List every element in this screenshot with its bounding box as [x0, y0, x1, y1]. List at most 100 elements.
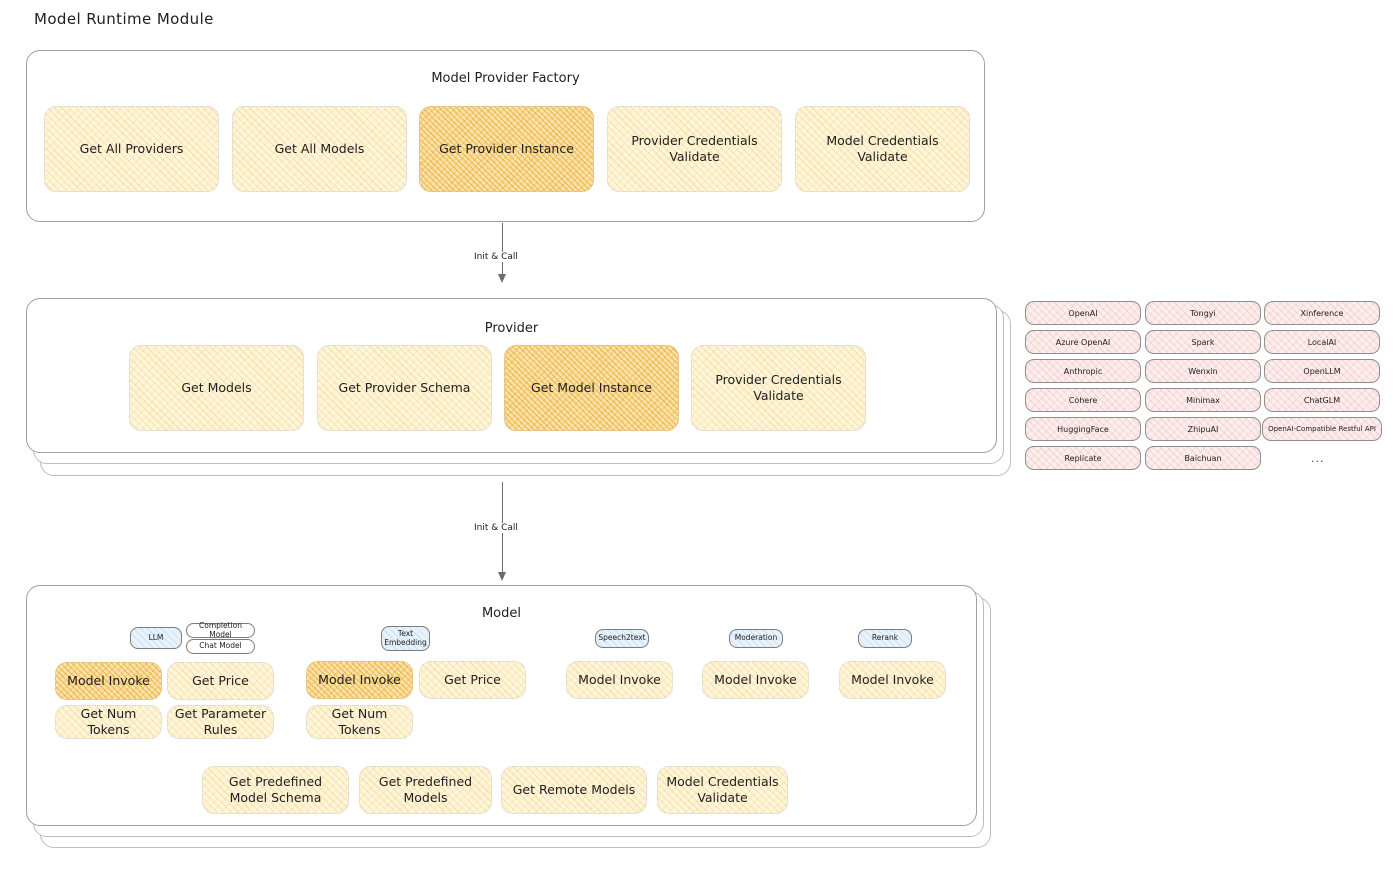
provider-list-item-minimax[interactable]: Minimax [1145, 388, 1261, 412]
chip-label: Model Invoke [714, 672, 797, 688]
provider-list-item-localai[interactable]: LocalAI [1264, 330, 1380, 354]
chip-label: Get Provider Schema [338, 380, 471, 396]
llm-method-get-price[interactable]: Get Price [167, 662, 274, 700]
provider-list-item-tongyi[interactable]: Tongyi [1145, 301, 1261, 325]
provider-list-item-chatglm[interactable]: ChatGLM [1264, 388, 1380, 412]
chip-label: Get Provider Instance [439, 141, 574, 157]
model-type-badge-rerank[interactable]: Rerank [858, 629, 912, 648]
provider-list-item-spark[interactable]: Spark [1145, 330, 1261, 354]
llm-method-get-parameter-rules[interactable]: Get Parameter Rules [167, 705, 274, 739]
badge-label: Speech2text [598, 633, 646, 643]
provider-list-item-anthropic[interactable]: Anthropic [1025, 359, 1141, 383]
speech2text-method-model-invoke[interactable]: Model Invoke [566, 661, 673, 699]
rerank-method-model-invoke[interactable]: Model Invoke [839, 661, 946, 699]
text-embedding-method-model-invoke[interactable]: Model Invoke [306, 661, 413, 699]
chip-label: Model Credentials Validate [826, 133, 939, 164]
pill-label: Anthropic [1063, 366, 1103, 376]
pill-label: Tongyi [1190, 308, 1216, 318]
model-type-badge-llm[interactable]: LLM [130, 627, 182, 649]
model-shared-method-get-remote-models[interactable]: Get Remote Models [501, 766, 647, 814]
badge-label: Chat Model [199, 641, 242, 651]
provider-list-item-zhipuai[interactable]: ZhipuAI [1145, 417, 1261, 441]
provider-method-get-model-instance[interactable]: Get Model Instance [504, 345, 679, 431]
chip-label: Get All Models [274, 141, 365, 157]
chip-label: Model Invoke [67, 673, 150, 689]
chip-label: Get Price [444, 672, 501, 688]
badge-label: Rerank [871, 633, 899, 643]
provider-list-item-openai[interactable]: OpenAI [1025, 301, 1141, 325]
model-sub-badge-completion-model[interactable]: Completion Model [186, 620, 255, 639]
chip-label: Get Predefined Model Schema [228, 774, 323, 805]
factory-method-get-all-providers[interactable]: Get All Providers [44, 106, 219, 192]
provider-list-item-huggingface[interactable]: HuggingFace [1025, 417, 1141, 441]
model-shared-method-get-predefined-model-schema[interactable]: Get Predefined Model Schema [202, 766, 349, 814]
provider-method-get-models[interactable]: Get Models [129, 345, 304, 431]
text-embedding-method-get-num-tokens[interactable]: Get Num Tokens [306, 705, 413, 739]
chip-label: Get Num Tokens [331, 706, 388, 737]
model-shared-method-get-predefined-models[interactable]: Get Predefined Models [359, 766, 492, 814]
pill-label: Replicate [1064, 453, 1102, 463]
pill-label: Cohere [1068, 395, 1098, 405]
moderation-method-model-invoke[interactable]: Model Invoke [702, 661, 809, 699]
badge-label: Text Embedding [384, 628, 427, 647]
provider-list-item-baichuan[interactable]: Baichuan [1145, 446, 1261, 470]
chip-label: Get Models [181, 380, 252, 396]
chip-label: Get Remote Models [512, 782, 636, 798]
page-title: Model Runtime Module [34, 10, 214, 28]
pill-label: ChatGLM [1303, 395, 1341, 405]
arrow-provider-to-model-label: Init & Call [470, 523, 522, 533]
chip-label: Provider Credentials Validate [715, 372, 842, 403]
chip-label: Provider Credentials Validate [631, 133, 758, 164]
chip-label: Get Price [192, 673, 249, 689]
factory-method-provider-credentials-validate[interactable]: Provider Credentials Validate [607, 106, 782, 192]
model-type-badge-text-embedding[interactable]: Text Embedding [381, 626, 430, 651]
provider-list-item-azure-openai[interactable]: Azure OpenAI [1025, 330, 1141, 354]
provider-list-item-openllm[interactable]: OpenLLM [1264, 359, 1380, 383]
pill-label: Spark [1191, 337, 1215, 347]
provider-method-provider-credentials-validate[interactable]: Provider Credentials Validate [691, 345, 866, 431]
chip-label: Model Credentials Validate [666, 774, 779, 805]
model-title: Model [481, 606, 522, 621]
chip-label: Get Model Instance [531, 380, 652, 396]
provider-list-item-replicate[interactable]: Replicate [1025, 446, 1141, 470]
chip-label: Get Num Tokens [80, 706, 137, 737]
provider-list-item-xinference[interactable]: Xinference [1264, 301, 1380, 325]
llm-method-get-num-tokens[interactable]: Get Num Tokens [55, 705, 162, 739]
chip-label: Model Invoke [578, 672, 661, 688]
arrow-factory-to-provider-head [498, 274, 506, 283]
pill-label: Azure OpenAI [1055, 337, 1111, 347]
pill-label: Xinference [1300, 308, 1344, 318]
model-shared-method-model-credentials-validate[interactable]: Model Credentials Validate [657, 766, 788, 814]
chip-label: Model Invoke [318, 672, 401, 688]
pill-label: Wenxin [1188, 366, 1218, 376]
pill-label: HuggingFace [1057, 424, 1109, 434]
provider-list-item-openai-compatible-restful-api[interactable]: OpenAI-Compatible Restful API [1262, 417, 1382, 441]
model-provider-factory-title: Model Provider Factory [431, 71, 580, 86]
pill-label: LocalAI [1307, 337, 1337, 347]
model-type-badge-moderation[interactable]: Moderation [729, 629, 783, 648]
pill-label: OpenLLM [1303, 366, 1341, 376]
factory-method-get-all-models[interactable]: Get All Models [232, 106, 407, 192]
pill-label: ZhipuAI [1187, 424, 1219, 434]
model-type-badge-speech2text[interactable]: Speech2text [595, 629, 649, 648]
chip-label: Get All Providers [79, 141, 184, 157]
provider-title: Provider [484, 321, 539, 336]
llm-method-model-invoke[interactable]: Model Invoke [55, 662, 162, 700]
factory-method-model-credentials-validate[interactable]: Model Credentials Validate [795, 106, 970, 192]
pill-label: Minimax [1186, 395, 1220, 405]
chip-label: Model Invoke [851, 672, 934, 688]
chip-label: Get Predefined Models [378, 774, 473, 805]
arrow-factory-to-provider-line [502, 223, 504, 277]
provider-method-get-provider-schema[interactable]: Get Provider Schema [317, 345, 492, 431]
model-sub-badge-chat-model[interactable]: Chat Model [186, 639, 255, 654]
provider-list-item-wenxin[interactable]: Wenxin [1145, 359, 1261, 383]
badge-label: Moderation [734, 633, 778, 643]
badge-label: LLM [148, 632, 164, 642]
provider-list-item-cohere[interactable]: Cohere [1025, 388, 1141, 412]
text-embedding-method-get-price[interactable]: Get Price [419, 661, 526, 699]
pill-label: OpenAI [1068, 308, 1098, 318]
factory-method-get-provider-instance[interactable]: Get Provider Instance [419, 106, 594, 192]
badge-label: Completion Model [199, 620, 242, 639]
arrow-factory-to-provider-label: Init & Call [470, 252, 522, 262]
